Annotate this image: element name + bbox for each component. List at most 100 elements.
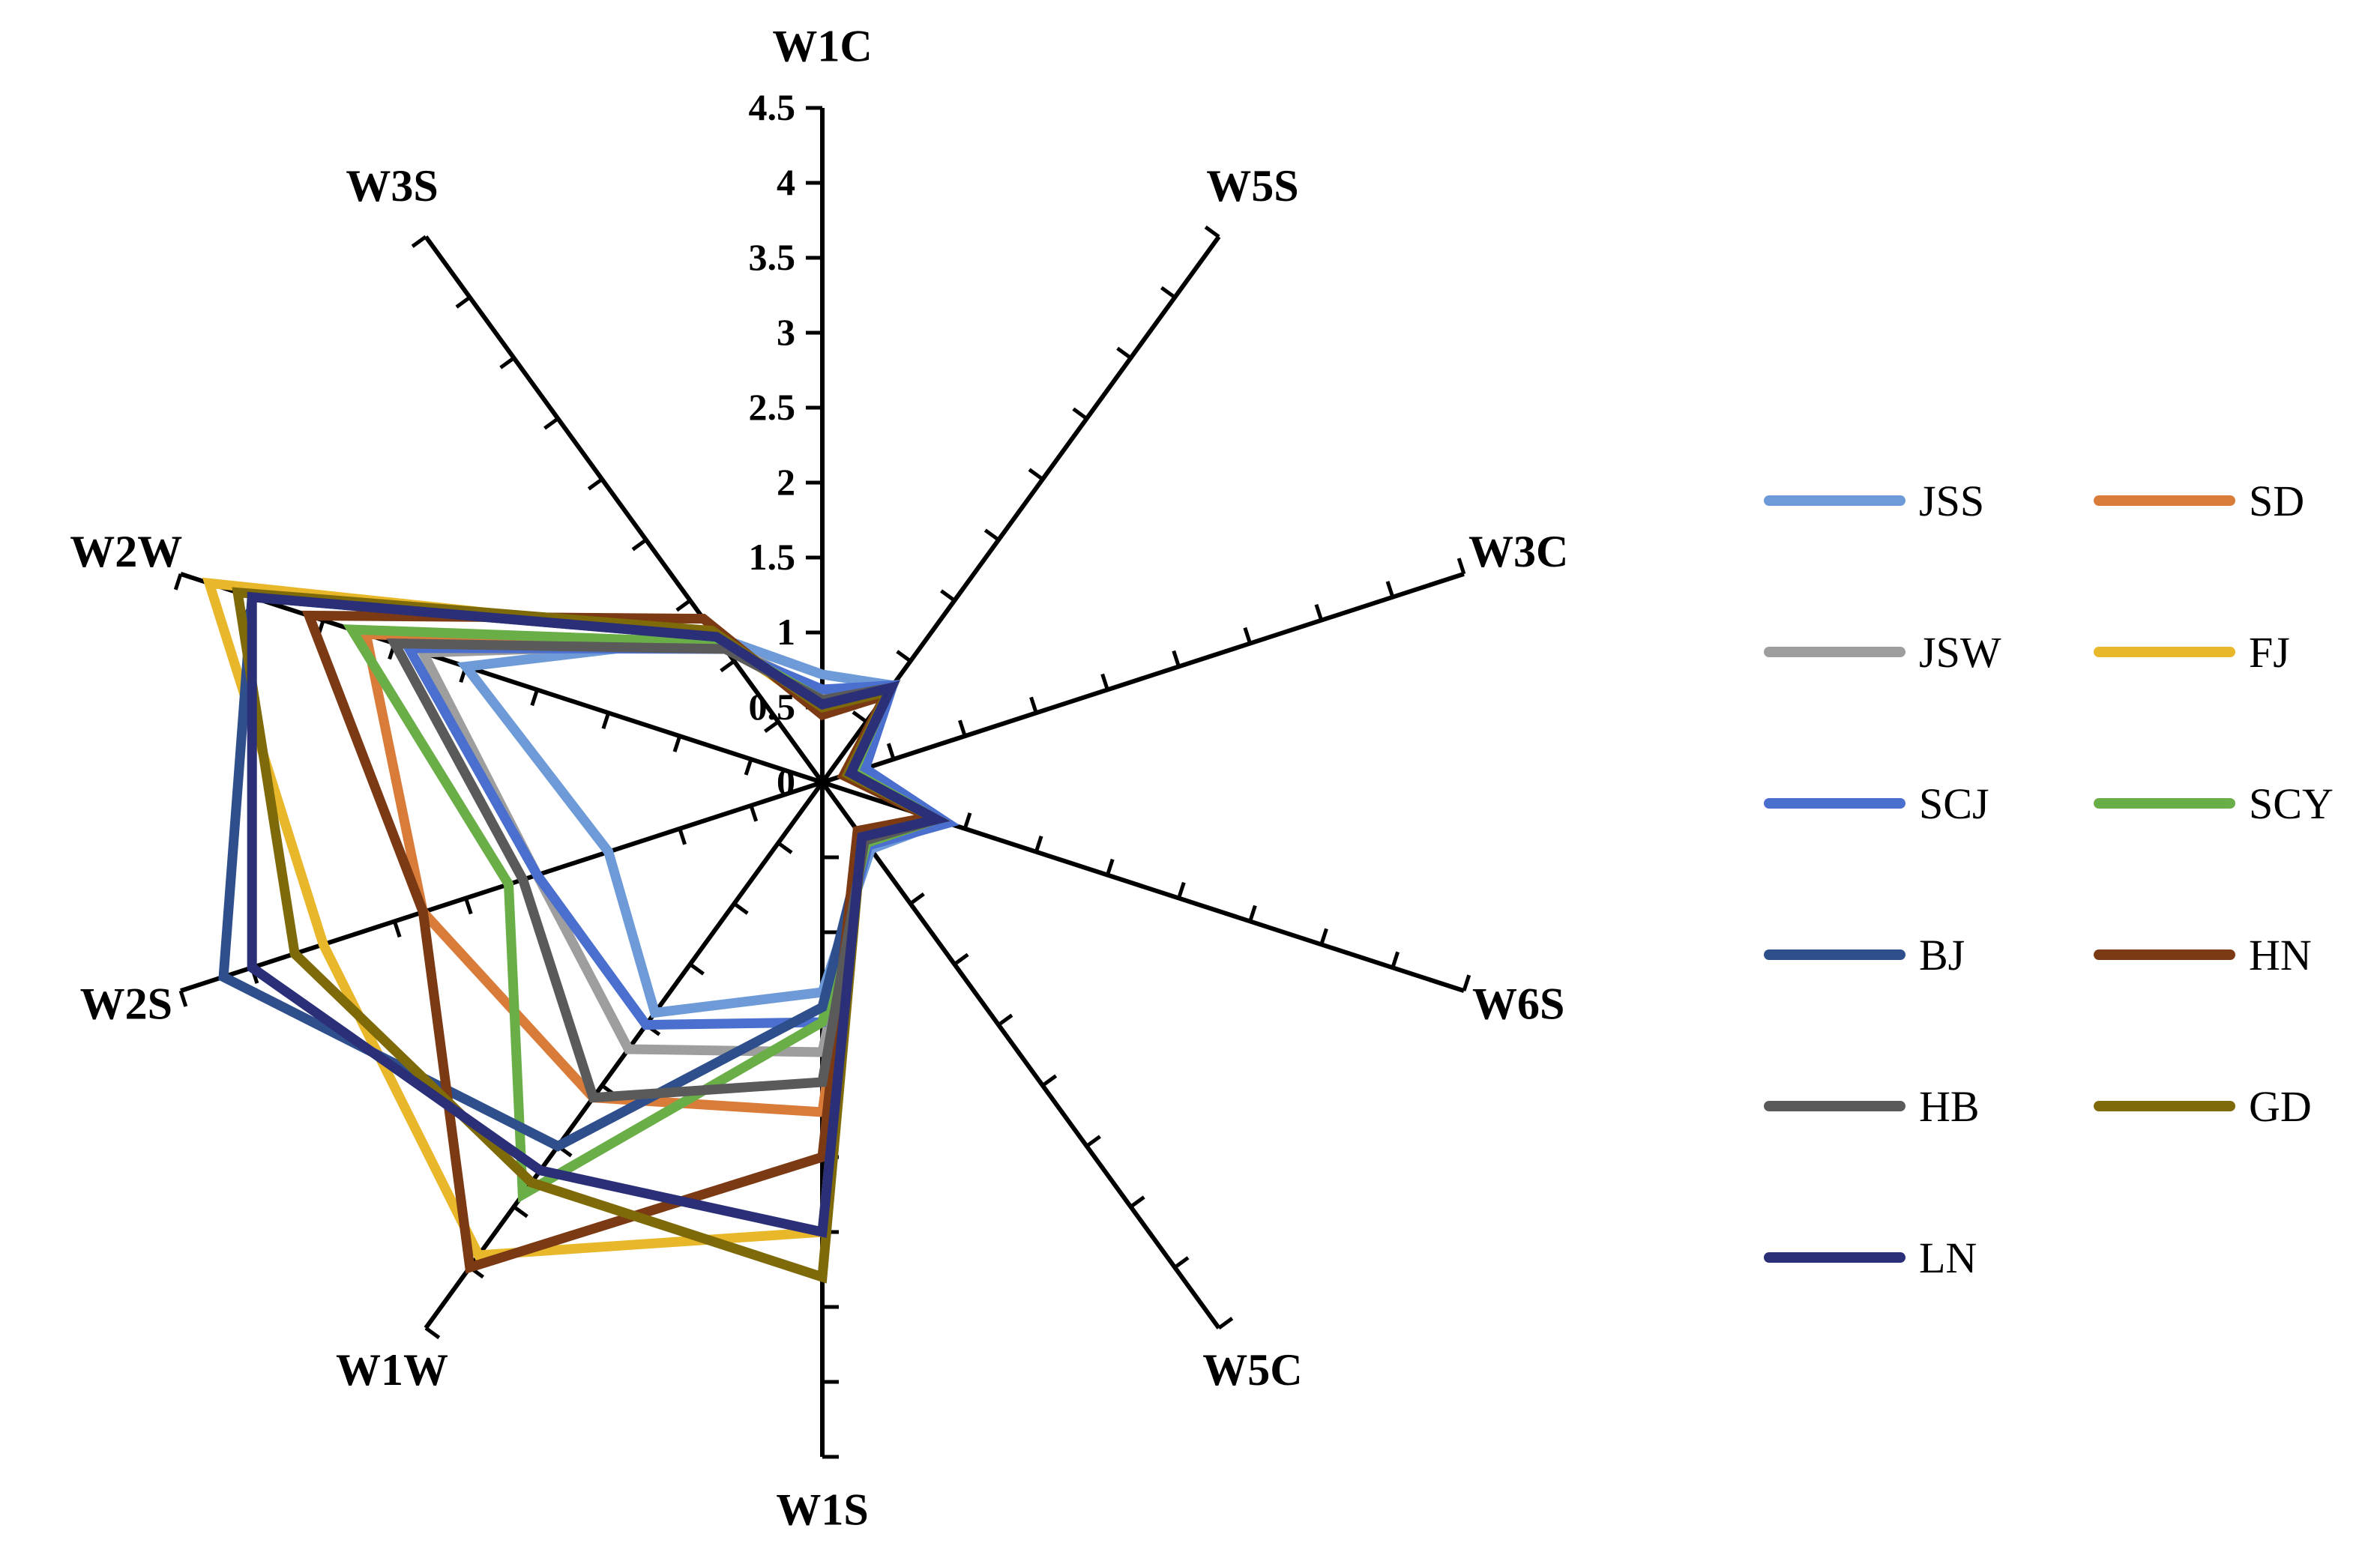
legend-label-scj: SCJ: [1919, 779, 1989, 828]
axis-label-w5s: W5S: [1206, 161, 1298, 211]
legend-label-jss: JSS: [1919, 477, 1984, 525]
axis-label-w3s: W3S: [346, 161, 438, 211]
axis-tick: [1391, 951, 1400, 968]
axis-label-w2s: W2S: [80, 979, 172, 1029]
axis-tick: [1160, 286, 1176, 299]
axis-tick: [1319, 928, 1328, 946]
axis-tick: [689, 962, 705, 976]
tick-label: 2.5: [749, 386, 796, 428]
axis-tick: [1034, 836, 1043, 853]
tick-label: 2: [777, 461, 795, 503]
axis-tick: [678, 828, 687, 845]
axis-tick: [720, 659, 735, 673]
axis-tick: [940, 589, 956, 603]
series-ln: [247, 591, 951, 1238]
axis-w2w: [180, 572, 823, 785]
tick-label: 0: [777, 761, 795, 803]
legend-label-sd: SD: [2249, 477, 2304, 525]
radar-labels: W1C W5S W3C W6S W5C W1S W1W W2S W2W W3S 0 0.5 1 1.5 2 2…: [70, 21, 1568, 1534]
axis-tick: [499, 356, 516, 369]
axis-tick: [455, 295, 472, 309]
axis-tick: [749, 805, 759, 822]
axis-tick: [1100, 673, 1109, 691]
radar-series: [202, 577, 959, 1284]
axis-tick: [1172, 650, 1181, 668]
legend: JSS SD JSW FJ SCJ SCY BJ HN HB GD LN: [1764, 477, 2334, 1282]
axis-tick: [631, 538, 648, 552]
axis-tick: [744, 758, 753, 776]
axis-label-w6s: W6S: [1472, 979, 1564, 1029]
tick-label: 4: [777, 161, 795, 203]
axis-tick: [852, 710, 868, 724]
axis-label-w2w: W2W: [70, 527, 182, 576]
axis-tick: [896, 650, 912, 663]
axis-tick: [675, 599, 692, 612]
axis-tick: [178, 990, 188, 1007]
axis-tick: [587, 477, 603, 491]
tick-label: 3.5: [749, 236, 796, 278]
axis-tick: [672, 735, 682, 752]
legend-label-hn: HN: [2249, 931, 2312, 979]
axis-tick: [1204, 225, 1220, 238]
legend-label-fj: FJ: [2249, 628, 2290, 677]
axis-tick: [777, 841, 793, 854]
legend-label-jsw: JSW: [1919, 628, 2001, 677]
axis-tick: [1029, 696, 1038, 714]
axis-tick: [1243, 626, 1253, 644]
axis-tick: [1085, 1135, 1101, 1148]
tick-label: 3: [777, 311, 795, 353]
axis-tick: [962, 812, 972, 830]
axis-tick: [543, 417, 559, 430]
axis-tick: [1385, 581, 1395, 598]
axis-tick: [1314, 603, 1324, 621]
axis-tick: [1462, 974, 1471, 991]
axis-tick: [1116, 346, 1132, 360]
legend-label-bj: BJ: [1919, 931, 1965, 979]
axis-tick: [1106, 858, 1115, 876]
legend-label-hb: HB: [1919, 1082, 1980, 1131]
tick-label: 4.5: [749, 86, 796, 128]
axis-w2s: [180, 780, 823, 993]
axis-tick: [886, 743, 896, 760]
axis-tick: [1072, 407, 1088, 420]
axis-tick: [513, 1205, 528, 1219]
axis-tick: [958, 719, 967, 737]
axis-label-w5c: W5C: [1202, 1345, 1302, 1395]
legend-label-gd: GD: [2249, 1082, 2312, 1131]
axis-w5c: [820, 781, 1221, 1329]
axis-tick: [763, 720, 780, 734]
axis-tick: [1248, 905, 1257, 923]
axis-tick: [464, 897, 473, 915]
axis-tick: [173, 573, 183, 591]
axis-tick: [424, 1326, 441, 1340]
axis-label-w1c: W1C: [772, 21, 872, 70]
tick-label: 1: [777, 611, 795, 653]
axis-tick: [909, 892, 925, 905]
axis-label-w3c: W3C: [1468, 527, 1568, 576]
axis-tick: [1129, 1195, 1145, 1209]
axis-tick: [953, 952, 969, 966]
axis-w1w: [424, 781, 825, 1329]
legend-label-scy: SCY: [2249, 779, 2334, 828]
axis-tick: [392, 920, 402, 938]
axis-label-w1s: W1S: [776, 1485, 868, 1534]
axis-tick: [530, 689, 539, 707]
axis-tick: [983, 528, 1000, 542]
axis-label-w1w: W1W: [336, 1345, 448, 1395]
axis-w3s: [424, 235, 825, 784]
axis-tick: [1028, 468, 1044, 481]
axis-tick: [601, 712, 611, 729]
axis-tick: [411, 235, 427, 248]
axis-tick: [1217, 1317, 1234, 1330]
axis-tick: [732, 902, 749, 915]
tick-label: 1.5: [749, 536, 796, 578]
axis-tick: [1456, 558, 1466, 575]
tick-label: 0.5: [749, 686, 796, 728]
axis-tick: [1041, 1074, 1058, 1087]
axis-tick: [997, 1013, 1013, 1027]
axis-tick: [1173, 1256, 1190, 1269]
axis-tick: [1177, 881, 1186, 899]
legend-label-ln: LN: [1919, 1234, 1977, 1282]
axis-w3c: [822, 572, 1465, 785]
